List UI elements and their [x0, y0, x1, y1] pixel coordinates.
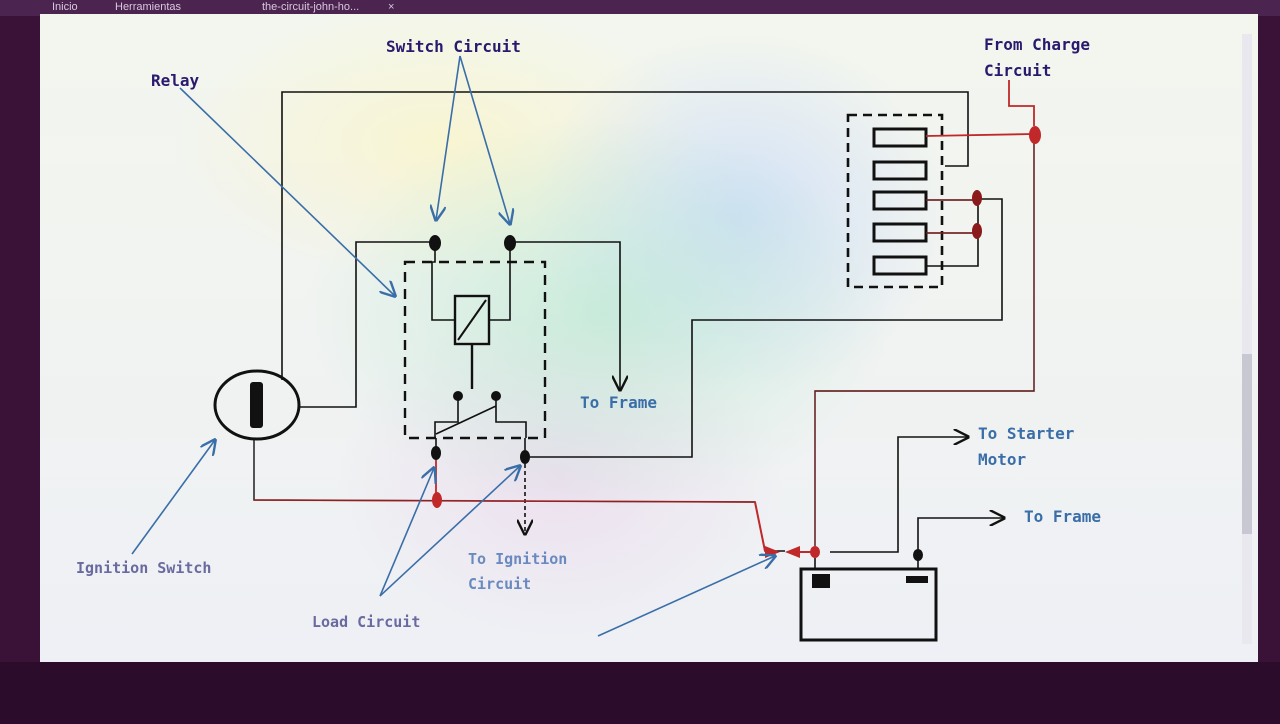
arrow-fuse — [597, 556, 775, 637]
charge-terminal — [1029, 126, 1041, 144]
label-from-charge: From Charge — [984, 35, 1090, 54]
label-load-circuit: Load Circuit — [312, 613, 420, 631]
tab-herramientas[interactable]: Herramientas — [115, 1, 182, 13]
arrow-relay — [179, 87, 395, 296]
browser-bar: Inicio Herramientas the-circuit-john-ho.… — [0, 0, 1280, 16]
relay-contacts — [434, 396, 527, 438]
tab-document[interactable]: the-circuit-john-ho... — [262, 1, 360, 13]
load-terminal-right — [520, 450, 530, 464]
wire-fuse-red-top — [925, 133, 1035, 137]
wire-switch-right — [510, 241, 620, 390]
wire-to-frame-2 — [917, 518, 1004, 549]
label-relay: Relay — [151, 71, 200, 90]
document-viewport: Relay Switch Circuit From Charge Circuit… — [40, 14, 1258, 662]
relay-box — [403, 260, 547, 440]
label-from-charge-circuit: Circuit — [984, 61, 1051, 80]
wire-top-loop — [281, 91, 969, 380]
circuit-diagram: Relay Switch Circuit From Charge Circuit… — [76, 35, 1101, 642]
label-to-ignition-circuit: Circuit — [468, 575, 531, 593]
switch-terminal-right — [504, 235, 516, 251]
fuse-terminal-2 — [972, 223, 982, 239]
relay-coil-wires — [431, 242, 511, 321]
label-to-starter-motor: Motor — [978, 450, 1026, 469]
arrow-switch-left — [436, 55, 461, 220]
arrow-ignition — [131, 440, 215, 555]
fuse-terminal-1 — [972, 190, 982, 206]
screen-background — [40, 14, 1258, 662]
arrow-switch-right — [459, 55, 510, 224]
load-terminal-left — [431, 446, 441, 460]
wire-load-right — [530, 198, 1003, 458]
label-to-starter: To Starter — [978, 424, 1074, 443]
arrow-load-right — [379, 466, 520, 597]
ignition-switch — [213, 369, 301, 441]
label-to-frame-2: To Frame — [1024, 507, 1101, 526]
label-ignition-switch: Ignition Switch — [76, 559, 211, 577]
tab-inicio[interactable]: Inicio — [52, 1, 78, 13]
scrollbar-thumb[interactable] — [1242, 354, 1252, 534]
close-icon[interactable]: × — [388, 1, 395, 13]
wire-red-main — [253, 439, 785, 552]
switch-terminal-left — [429, 235, 441, 251]
label-to-ignition: To Ignition — [468, 550, 567, 568]
fuse-box — [846, 113, 944, 289]
arrow-load-left — [379, 468, 434, 597]
battery-positive-terminal — [810, 546, 820, 558]
wire-switch-left — [298, 241, 435, 408]
vertical-scrollbar[interactable] — [1242, 34, 1252, 644]
battery-negative-terminal — [913, 549, 923, 561]
wire-from-charge — [1008, 80, 1035, 126]
inline-fuse — [765, 546, 800, 558]
battery — [799, 567, 938, 642]
monitor-bezel — [0, 662, 1280, 724]
label-to-frame-1: To Frame — [580, 393, 657, 412]
wire-to-starter — [830, 437, 968, 553]
load-red-terminal — [432, 492, 442, 508]
label-switch-circuit: Switch Circuit — [386, 37, 521, 56]
